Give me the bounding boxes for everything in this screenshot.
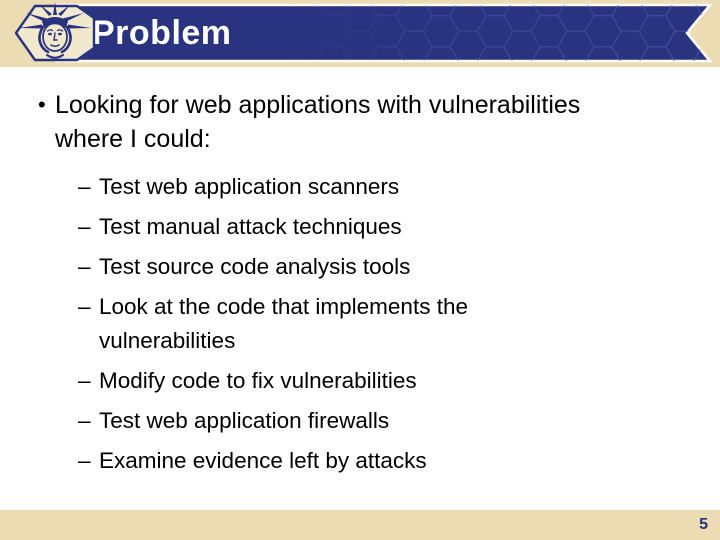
sub-bullet-text: Look at the code that implements the vul… [99,294,468,353]
list-item: – Test manual attack techniques [78,210,583,244]
sub-bullet-text: Test source code analysis tools [99,254,411,279]
sub-bullet-text: Test manual attack techniques [99,214,402,239]
title-banner-ribbon [54,3,713,63]
sub-bullet-list: – Test web application scanners – Test m… [38,170,690,478]
slide-header: Problem [0,0,720,67]
list-item: – Examine evidence left by attacks [78,444,583,478]
sub-bullet-text: Modify code to fix vulnerabilities [99,368,417,393]
slide-footer: 5 [0,510,720,540]
list-item: – Test source code analysis tools [78,250,583,284]
list-item: – Modify code to fix vulnerabilities [78,364,583,398]
slide-title: Problem [92,14,232,52]
list-item: – Test web application scanners [78,170,583,204]
main-bullet-text: Looking for web applications with vulner… [55,91,581,153]
sub-bullet-text: Examine evidence left by attacks [99,448,427,473]
dash-marker: – [78,368,91,393]
sub-bullet-text: Test web application scanners [99,174,400,199]
main-bullet-item: • Looking for web applications with vuln… [38,88,583,156]
dash-marker: – [78,294,91,319]
bullet-dot-marker: • [38,92,46,117]
slide-body: • Looking for web applications with vuln… [0,67,720,510]
statue-of-liberty-icon [14,2,96,62]
sub-bullet-text: Test web application firewalls [99,408,390,433]
dash-marker: – [78,214,91,239]
list-item: – Look at the code that implements the v… [78,290,583,358]
dash-marker: – [78,174,91,199]
dash-marker: – [78,448,91,473]
dash-marker: – [78,254,91,279]
list-item: – Test web application firewalls [78,404,583,438]
dash-marker: – [78,408,91,433]
page-number: 5 [699,516,708,533]
